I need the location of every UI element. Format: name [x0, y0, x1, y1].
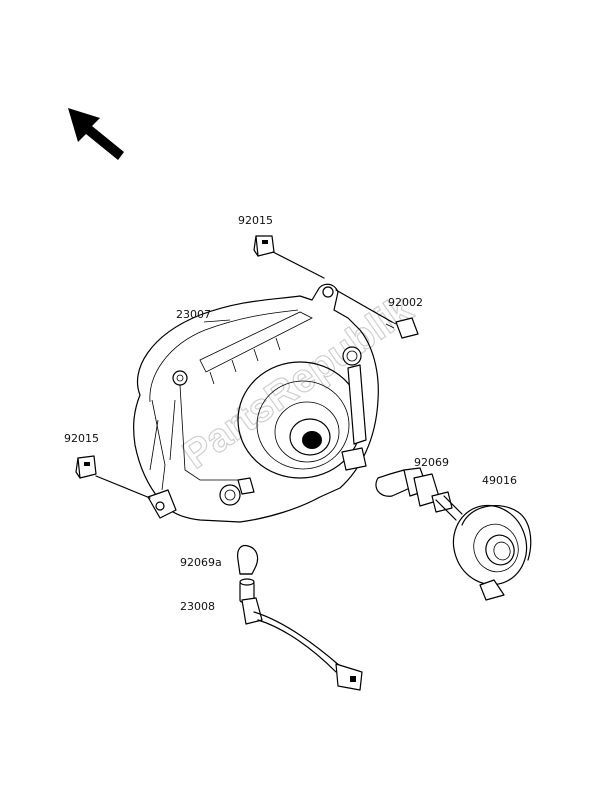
label-92015-top: 92015 [238, 214, 273, 227]
label-92069: 92069 [414, 456, 449, 469]
watermark: PartsRepublik [175, 287, 421, 478]
label-92002: 92002 [388, 296, 423, 309]
headlight-housing [133, 283, 379, 523]
label-23007: 23007 [176, 308, 211, 321]
socket-23008 [239, 578, 363, 691]
front-direction-arrow-icon [68, 108, 124, 160]
leader-23007 [203, 319, 231, 323]
clip-92015-top [253, 235, 325, 279]
label-23008: 23008 [180, 600, 215, 613]
bulb-92069a [237, 544, 259, 575]
dust-cover-49016 [452, 504, 532, 601]
label-49016: 49016 [482, 474, 517, 487]
bulb-92069 [375, 467, 463, 521]
label-92015-left: 92015 [64, 432, 99, 445]
label-92069a: 92069a [180, 556, 222, 569]
screw-92002 [335, 289, 419, 339]
clip-92015-left [75, 455, 151, 499]
